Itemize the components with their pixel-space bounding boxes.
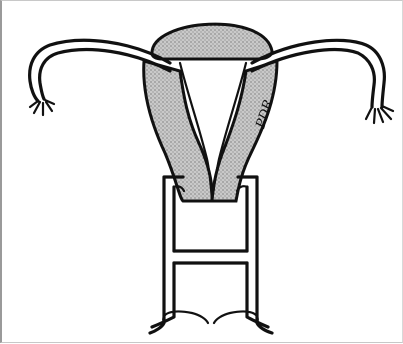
fimbriae-left	[30, 100, 54, 115]
uterine-wall-left	[144, 61, 212, 201]
fimbriae-right	[366, 106, 393, 123]
vaginal-wall-left	[150, 177, 183, 333]
vaginal-outlet-right	[214, 311, 258, 323]
vaginal-wall-right	[238, 177, 272, 333]
uterine-fundus	[152, 24, 272, 59]
